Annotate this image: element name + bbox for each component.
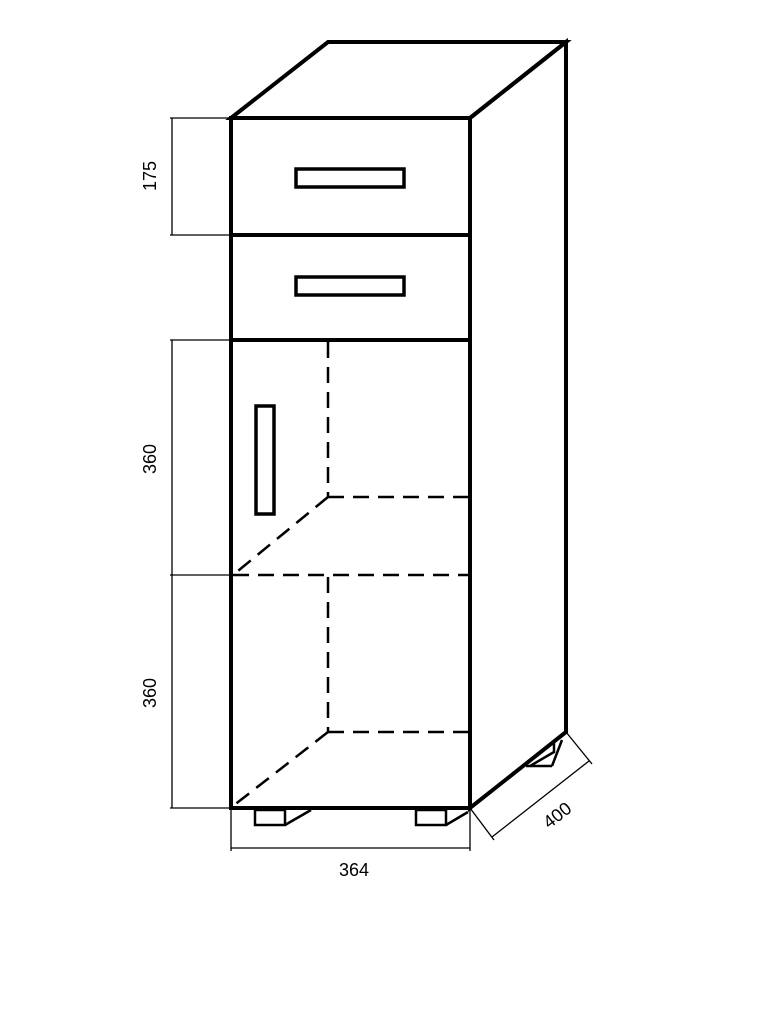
cabinet-feet (253, 739, 564, 827)
dim-label-width: 364 (339, 860, 369, 880)
door-handle (254, 404, 276, 516)
lower-diagonal (232, 731, 329, 807)
dim-label-depth: 400 (539, 798, 575, 832)
dim-label-lower-height: 360 (140, 678, 160, 708)
drawer-handle-bottom (294, 275, 406, 297)
dim-depth-line (491, 760, 590, 838)
drawer-handle-top (294, 167, 406, 189)
dimension-labels: 175 360 360 364 400 (140, 161, 575, 880)
cabinet-front (229, 116, 472, 810)
back-right-foot (526, 739, 564, 768)
hidden-interior-lines (232, 342, 470, 807)
cabinet-side-panel (468, 37, 568, 813)
dimension-lines (170, 117, 593, 851)
front-left-foot (253, 808, 312, 827)
front-right-foot (414, 808, 469, 827)
dim-label-upper-height: 360 (140, 444, 160, 474)
cabinet-body (225, 37, 572, 813)
upper-diagonal (232, 496, 329, 576)
dim-depth-back-ext (565, 731, 593, 765)
dim-label-drawer-height: 175 (140, 161, 160, 191)
handles (254, 167, 406, 516)
dim-depth-front-ext (469, 807, 495, 841)
